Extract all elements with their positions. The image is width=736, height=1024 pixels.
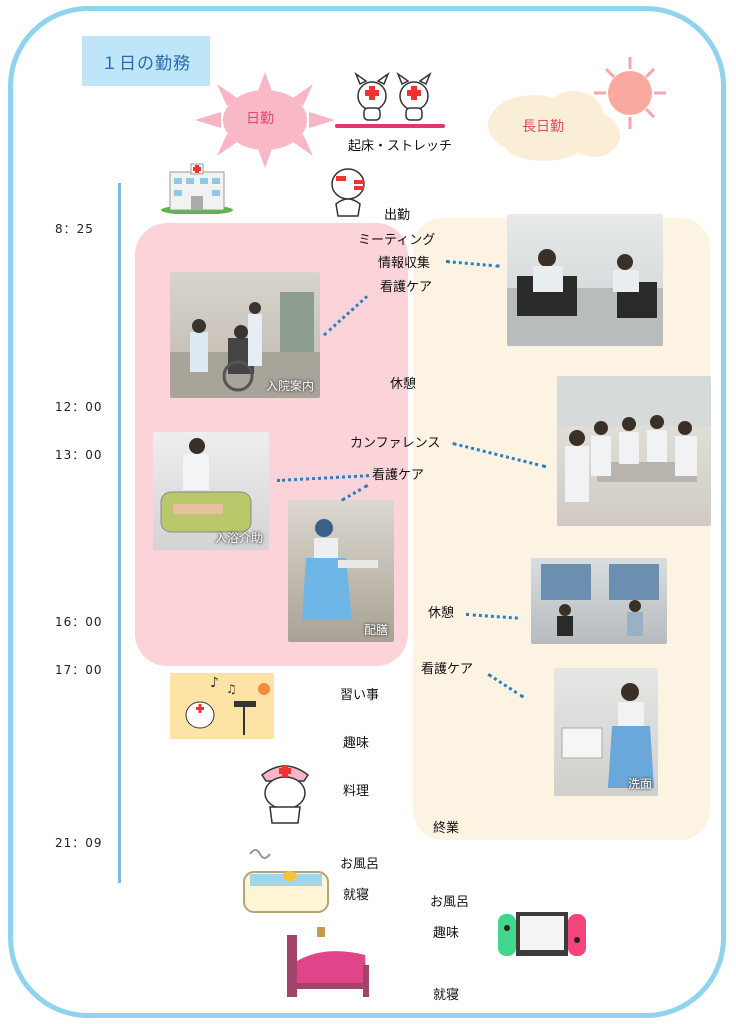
conference-label: カンファレンス — [350, 436, 441, 451]
bath-assist-photo: 入浴介助 — [153, 432, 269, 550]
page-frame — [8, 6, 726, 1018]
music-lesson-icon: ♪ ♫ — [170, 673, 274, 739]
bed-icon — [287, 927, 369, 997]
nursing-care-label-2: 看護ケア — [372, 468, 425, 483]
nursing-care-label-1: 看護ケア — [380, 280, 433, 295]
nursing-care-label-3: 看護ケア — [421, 662, 474, 677]
long-shift-label: 長日勤 — [522, 119, 564, 135]
conference-photo — [557, 376, 711, 526]
time-2109: 21：09 — [55, 836, 103, 850]
wake-label: 起床・ストレッチ — [348, 139, 453, 154]
mascot-commute-icon — [331, 168, 365, 217]
meeting-label: ミーティング — [358, 233, 436, 248]
cooking-label: 料理 — [343, 784, 370, 799]
commute-label: 出勤 — [384, 208, 411, 223]
info-gathering-photo — [507, 214, 663, 346]
info-gathering-label: 情報収集 — [378, 256, 431, 271]
time-1300: 13：00 — [55, 448, 103, 462]
hobby-label: 趣味 — [343, 736, 370, 751]
timeline-bar — [118, 183, 121, 883]
sleep-label: 就寝 — [343, 888, 370, 903]
bathtub-icon — [243, 849, 329, 913]
day-shift-sun-icon — [195, 72, 335, 168]
long-shift-cloud-sun-icon — [488, 57, 666, 161]
meal-caption: 配膳 — [363, 623, 388, 637]
wash-caption: 洗面 — [627, 777, 652, 791]
bath-assist-caption: 入浴介助 — [214, 531, 263, 545]
admission-guide-photo: 入院案内 — [170, 272, 320, 398]
meal-service-photo: 配膳 — [288, 500, 394, 642]
time-1600: 16：00 — [55, 615, 103, 629]
lesson-label: 習い事 — [340, 688, 380, 703]
mascot-cooking-icon — [260, 765, 310, 824]
time-1700: 17：00 — [55, 663, 103, 677]
day-shift-label: 日勤 — [246, 111, 274, 127]
mascot-stretch-icon — [354, 72, 432, 121]
hobby-label-2: 趣味 — [433, 926, 460, 941]
page-title: １日の勤務 — [82, 36, 210, 86]
bath-label: お風呂 — [340, 857, 380, 872]
time-1200: 12：00 — [55, 400, 103, 414]
face-wash-photo: 洗面 — [554, 668, 658, 796]
hospital-icon — [161, 163, 233, 214]
sleep-label-2: 就寝 — [433, 988, 460, 1003]
rest-label-1: 休憩 — [390, 377, 417, 392]
rest-label-2: 休憩 — [428, 606, 455, 621]
admission-caption: 入院案内 — [265, 379, 314, 393]
end-of-work-label: 終業 — [433, 821, 460, 836]
bed-line — [335, 124, 445, 128]
game-console-icon — [498, 912, 586, 956]
svg-text:♪: ♪ — [210, 675, 219, 691]
svg-text:♫: ♫ — [226, 682, 237, 696]
bath-label-2: お風呂 — [430, 895, 470, 910]
rest-photo — [531, 558, 667, 644]
time-0825: 8：25 — [55, 222, 94, 236]
